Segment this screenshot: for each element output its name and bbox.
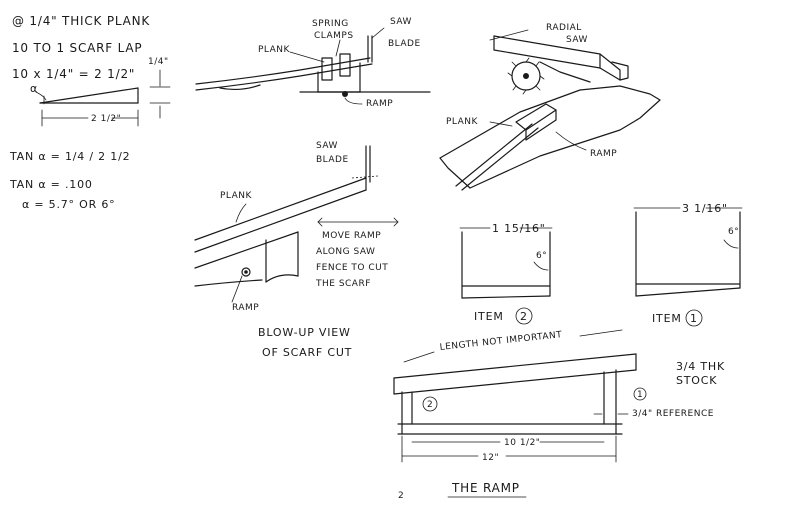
blowup-ramp-label: RAMP: [232, 303, 259, 313]
radial-saw-sketch: RADIAL SAW PLANK RAMP: [439, 23, 661, 191]
saw-radial-label-2: SAW: [566, 35, 588, 45]
clamp-sketch: PLANK SPRING CLAMPS SAW BLADE RAMP: [195, 17, 431, 109]
item2-number: 2: [520, 310, 528, 323]
blowup-saw-label-1: SAW: [316, 141, 338, 151]
blowup-view: SAW BLADE PLANK MOVE RAMP ALONG SAW FENC…: [194, 141, 399, 359]
blowup-saw-label-2: BLADE: [316, 155, 349, 165]
blowup-move-4: THE SCARF: [315, 279, 371, 289]
ramp-drawing: LENGTH NOT IMPORTANT 3/4 THK STOCK 3/4" …: [393, 329, 725, 501]
clamp-spring-label-2: CLAMPS: [314, 31, 354, 41]
page-number: 2: [398, 491, 404, 501]
wedge-diagram: α 1/4" 2 1/2": [30, 57, 171, 127]
saw-plank-label: PLANK: [446, 117, 479, 127]
scarf-notes: @ 1/4" THICK PLANK 10 TO 1 SCARF LAP 10 …: [9, 14, 171, 211]
blowup-caption-1: BLOW-UP VIEW: [258, 326, 351, 339]
clamp-plank-label: PLANK: [258, 45, 291, 55]
note-calc: 10 x 1/4" = 2 1/2": [12, 67, 135, 81]
note-ratio: 10 TO 1 SCARF LAP: [12, 41, 142, 55]
item2-label: ITEM: [474, 310, 504, 323]
saw-ramp-label: RAMP: [590, 149, 617, 159]
ramp-outer-dimension: 12": [482, 453, 499, 463]
tan-line-3: α = 5.7° OR 6°: [22, 198, 115, 211]
ramp-item-2-callout: 2: [427, 400, 433, 410]
item1-dimension: 3 1/16": [682, 202, 728, 215]
alpha-label: α: [30, 82, 38, 95]
blowup-caption-2: OF SCARF CUT: [262, 346, 352, 359]
ramp-reference-label: 3/4" REFERENCE: [632, 409, 714, 419]
note-thickness: @ 1/4" THICK PLANK: [12, 14, 150, 28]
item2-angle: 6°: [536, 251, 547, 261]
blowup-plank-label: PLANK: [220, 191, 253, 201]
ramp-length-label: LENGTH NOT IMPORTANT: [439, 330, 562, 353]
clamp-saw-label-2: BLADE: [388, 39, 421, 49]
blowup-move-2: ALONG SAW: [316, 247, 375, 257]
clamp-ramp-label: RAMP: [366, 99, 393, 109]
base-length-label: 2 1/2": [91, 114, 121, 124]
tan-line-2: TAN α = .100: [9, 178, 93, 191]
clamp-saw-label-1: SAW: [390, 17, 412, 27]
item2-dimension: 1 15/16": [492, 222, 546, 235]
item-2-detail: 1 15/16" 6° ITEM 2: [459, 222, 553, 325]
saw-radial-label-1: RADIAL: [546, 23, 582, 33]
ramp-title: THE RAMP: [451, 481, 520, 495]
ramp-stock-label-1: 3/4 THK: [676, 360, 725, 373]
item1-number: 1: [690, 312, 698, 325]
quarter-label: 1/4": [148, 57, 169, 67]
item1-angle: 6°: [728, 227, 739, 237]
ramp-stock-label-2: STOCK: [676, 374, 717, 387]
ramp-inner-dimension: 10 1/2": [504, 438, 540, 448]
ramp-item-1-callout: 1: [637, 390, 643, 400]
item1-label: ITEM: [652, 312, 682, 325]
item-1-detail: 3 1/16" 6° ITEM 1: [633, 202, 743, 327]
tan-line-1: TAN α = 1/4 / 2 1/2: [9, 150, 130, 163]
blowup-move-3: FENCE TO CUT: [316, 263, 388, 273]
blowup-move-1: MOVE RAMP: [322, 231, 381, 241]
clamp-spring-label-1: SPRING: [312, 19, 349, 29]
